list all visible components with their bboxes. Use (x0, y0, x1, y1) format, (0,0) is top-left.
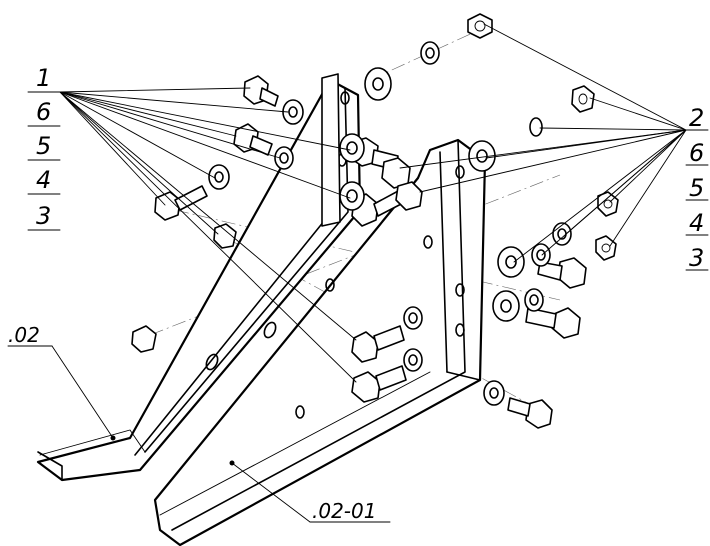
callout-left-3: 3 (36, 202, 51, 230)
washer (403, 306, 423, 330)
washer (492, 290, 520, 322)
nut (595, 235, 617, 261)
washer (524, 288, 544, 312)
nut (571, 85, 595, 113)
callout-right-3: 3 (689, 244, 704, 272)
bolt (351, 365, 407, 403)
bolt (213, 223, 237, 249)
bolt (537, 257, 587, 289)
nut-set (381, 13, 619, 261)
callout-left-6: 6 (36, 98, 51, 126)
callout-left-1: 1 (36, 64, 51, 92)
bolt (131, 325, 157, 353)
washer (339, 181, 365, 211)
washer (274, 146, 294, 170)
washer (420, 41, 440, 65)
washer (403, 348, 423, 372)
callout-right-2: 2 (689, 104, 704, 132)
callout-right-4: 4 (689, 209, 704, 237)
washer (529, 117, 543, 137)
clamp-plate (321, 73, 341, 227)
callout-left-4: 4 (36, 166, 51, 194)
callout-left-5: 5 (36, 132, 51, 160)
bolt (243, 75, 279, 107)
washer (497, 246, 525, 278)
washer (483, 380, 505, 406)
washer (339, 133, 365, 163)
leader-lines (51, 23, 687, 523)
callout-right-6: 6 (689, 139, 704, 167)
bolt (154, 185, 208, 221)
nut (467, 13, 493, 39)
nut (395, 181, 423, 211)
washer (531, 243, 551, 267)
bolt (525, 307, 581, 339)
part-label-02-text: .02 (8, 323, 40, 347)
part-label-02-01-text: .02-01 (312, 499, 376, 523)
washer (552, 222, 572, 246)
washer (364, 67, 392, 101)
part-label-02-01: .02-01 (309, 499, 391, 523)
washer (208, 164, 230, 190)
bolt (351, 325, 405, 363)
callout-stack-right: 2 6 5 4 3 (685, 104, 709, 272)
nut (597, 191, 619, 217)
part-label-02: .02 (7, 323, 53, 347)
callout-stack-left: 1 6 5 4 3 (27, 64, 61, 231)
bolt (507, 397, 553, 429)
right-bracket (153, 138, 487, 546)
callout-right-5: 5 (689, 174, 704, 202)
